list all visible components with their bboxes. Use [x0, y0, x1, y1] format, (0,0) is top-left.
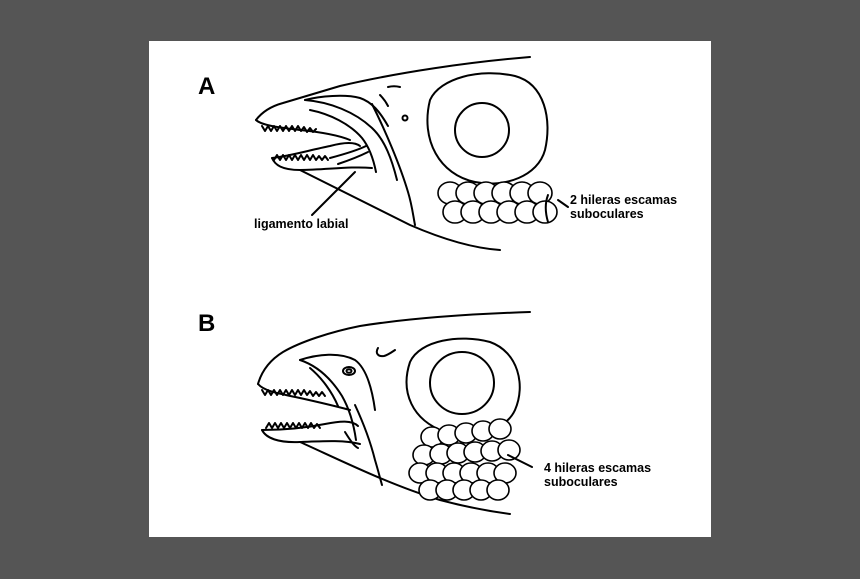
scales-label-b-line2: suboculares: [544, 475, 618, 489]
ligament-label: ligamento labial: [254, 217, 349, 231]
ligament-pointer: [311, 171, 356, 216]
scale: [497, 439, 521, 461]
scale: [486, 479, 510, 501]
suborbital-scales-b: [408, 418, 521, 501]
fish-head-a: [255, 56, 549, 251]
scales-label-a-line1: 2 hileras escamas: [570, 193, 678, 207]
eye-pupil-b: [429, 351, 495, 415]
head-outline-b: [257, 311, 531, 385]
scales-pointer-b: [507, 454, 533, 468]
scales-label-a-line2: suboculares: [570, 207, 644, 221]
upper-jaw-b: [257, 383, 351, 411]
panel-letter-a: A: [198, 73, 216, 100]
head-outline-a: [255, 56, 531, 121]
panel-letter-b: B: [198, 310, 216, 337]
upper-teeth-b: [261, 389, 326, 397]
scale: [488, 418, 512, 440]
lower-teeth-a: [273, 154, 329, 161]
eye-outer-b: [405, 337, 521, 436]
eye-outer-a: [426, 72, 549, 185]
lower-jaw-a: [271, 142, 361, 159]
upper-teeth-a: [261, 125, 317, 133]
scales-label-b-line1: 4 hileras escamas: [544, 461, 652, 475]
suborbital-scales-a: [437, 181, 558, 224]
lower-jaw-b: [261, 420, 359, 431]
eye-pupil-a: [454, 102, 510, 158]
scales-pointer-a: [557, 199, 569, 208]
lower-teeth-b: [265, 422, 321, 429]
